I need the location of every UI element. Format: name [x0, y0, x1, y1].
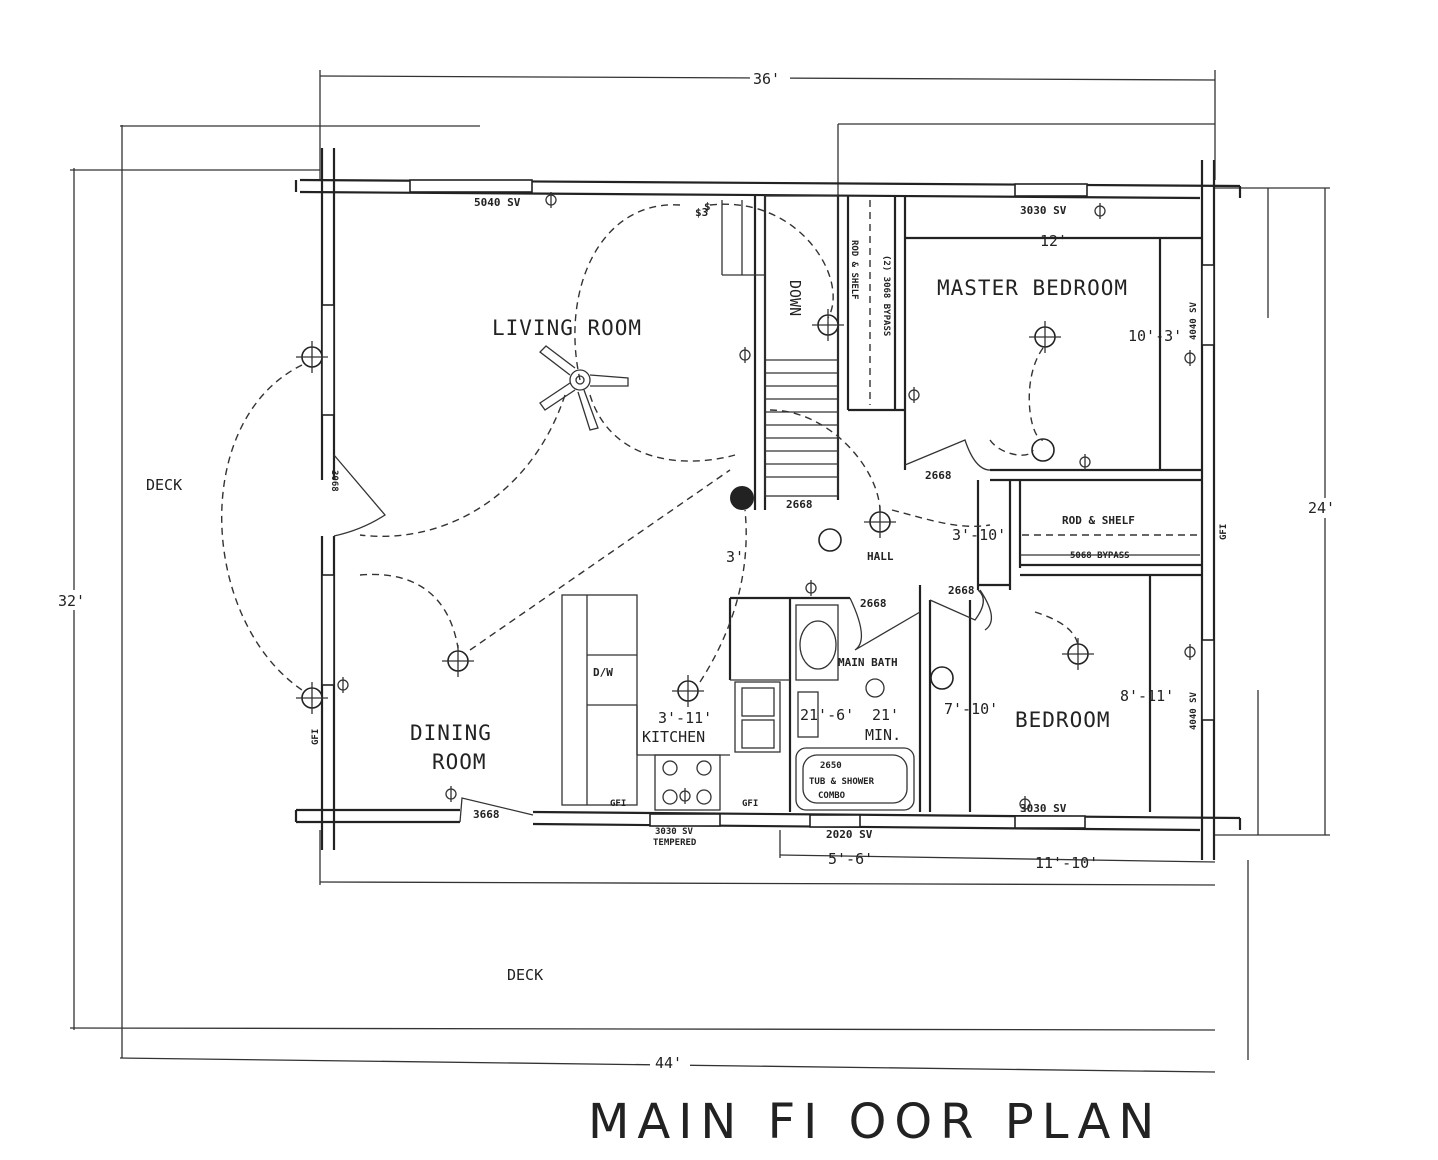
outlet-icon: [445, 786, 457, 802]
bedroom-label: BEDROOM: [1015, 708, 1111, 732]
exhaust-fan-icon: [818, 438, 1055, 690]
tub-tag: 2650: [820, 761, 842, 771]
deck-left-label: DECK: [146, 476, 182, 494]
room-labels: LIVING ROOM MASTER BEDROOM DINING ROOM K…: [146, 276, 1128, 984]
dim-hall-width: 3': [726, 548, 744, 566]
dim-top: 36': [753, 70, 780, 88]
deck-bottom-label: DECK: [507, 966, 543, 984]
outlet-icon: [1184, 350, 1196, 366]
light-icon: [296, 341, 328, 373]
light-icon: [296, 682, 328, 714]
door-tag: 2668: [786, 498, 813, 511]
living-room-label: LIVING ROOM: [492, 316, 642, 340]
light-icon: [672, 675, 704, 707]
dim-bath-clear-2: 21': [872, 706, 899, 724]
switch-tag: $3: [695, 206, 708, 219]
dim-master-depth: 10'-3': [1128, 327, 1182, 345]
dim-kitchen-width: 3'-11': [658, 709, 712, 727]
dim-closet-width: 3'-10': [952, 526, 1006, 544]
outlet-icon: [1094, 203, 1106, 219]
door-tag: 2668: [860, 597, 887, 610]
door-tag: 3068: [329, 470, 339, 492]
dim-right: 24': [1308, 499, 1335, 517]
gfi-tag: GFI: [1219, 524, 1229, 540]
outlet-icon: [1079, 454, 1091, 470]
main-bath-label: MAIN BATH: [838, 656, 898, 669]
dim-bath-bottom: 5'-6': [828, 850, 873, 868]
closet-tag: ROD & SHELF: [1062, 514, 1135, 527]
closet-tag: ROD & SHELF: [849, 240, 859, 300]
outlet-icon: [1184, 644, 1196, 660]
dishwasher-tag: D/W: [593, 666, 613, 679]
outlet-icon: [337, 677, 349, 693]
dining-room-label-2: ROOM: [432, 750, 487, 774]
outlet-icon: [739, 347, 751, 363]
windows: [321, 179, 1215, 829]
outlet-icon: [679, 788, 691, 804]
dim-master-width: 12': [1040, 232, 1067, 250]
dim-bedroom-width: 7'-10': [944, 700, 998, 718]
closet-tag: (2) 3068 BYPASS: [881, 255, 891, 336]
gfi-tag: GFI: [610, 799, 626, 809]
dim-bath-min: MIN.: [865, 726, 901, 744]
dining-room-label-1: DINING: [410, 721, 492, 745]
light-icon: [1029, 321, 1061, 353]
stairs: [721, 195, 839, 497]
gfi-tag: GFI: [742, 799, 758, 809]
tub-tag: TUB & SHOWER: [809, 777, 875, 787]
window-tag: 3030 SV: [1020, 802, 1067, 815]
dim-bedroom-depth: 8'-11': [1120, 687, 1174, 705]
light-icon: [812, 309, 844, 341]
outlet-icon: [805, 580, 817, 596]
light-icon: [1062, 638, 1094, 670]
master-bedroom-label: MASTER BEDROOM: [937, 276, 1128, 300]
light-icon: [442, 645, 474, 677]
light-icon: [730, 486, 754, 510]
component-labels: 5040 SV 3030 SV 3030 SV 2020 SV 3030 SV …: [311, 196, 1229, 848]
bath-fixtures: [795, 604, 915, 811]
kitchen-label: KITCHEN: [642, 728, 705, 746]
doors: [333, 439, 992, 823]
hall-label: HALL: [867, 550, 894, 563]
window-tag: 3030 SV: [655, 827, 694, 837]
window-tag: 2020 SV: [826, 828, 873, 841]
outlet-icons: [337, 192, 1196, 812]
outlet-icon: [908, 387, 920, 403]
ceiling-fan-icon: [539, 345, 629, 431]
window-tag: 4040 SV: [1189, 691, 1199, 730]
stairs-down-label: DOWN: [786, 280, 804, 316]
dim-bedroom-bottom: 11'-10': [1035, 854, 1098, 872]
tub-tag: COMBO: [818, 791, 846, 801]
electrical-circuits: [221, 203, 1079, 691]
switch-tag: $: [704, 200, 711, 213]
dim-bottom: 44': [655, 1054, 682, 1072]
door-tag: 2668: [948, 584, 975, 597]
kitchen-fixtures: [561, 594, 790, 811]
plan-title: MAIN FI OOR PLAN: [588, 1094, 1162, 1150]
closet-tag: 5068 BYPASS: [1070, 551, 1130, 561]
outlet-icon: [545, 192, 557, 208]
light-fixtures: [296, 309, 1094, 714]
door-tag: 2668: [925, 469, 952, 482]
window-tag: 3030 SV: [1020, 204, 1067, 217]
outlet-icon: [1019, 796, 1031, 812]
dimension-labels: 36' 44' 32' 24' 12' 10'-3' 3'-10' 8'-11'…: [55, 68, 1345, 1072]
window-tag: TEMPERED: [653, 838, 697, 848]
light-icon: [864, 506, 896, 538]
gfi-tag: GFI: [311, 729, 321, 745]
closets: [869, 200, 1200, 556]
door-tag: 3668: [473, 808, 500, 821]
window-tag: 5040 SV: [474, 196, 521, 209]
window-tag: 4040 SV: [1189, 301, 1199, 340]
dim-left: 32': [58, 592, 85, 610]
dimension-lines: [69, 70, 1330, 1073]
dim-bath-clear-1: 21'-6': [800, 706, 854, 724]
